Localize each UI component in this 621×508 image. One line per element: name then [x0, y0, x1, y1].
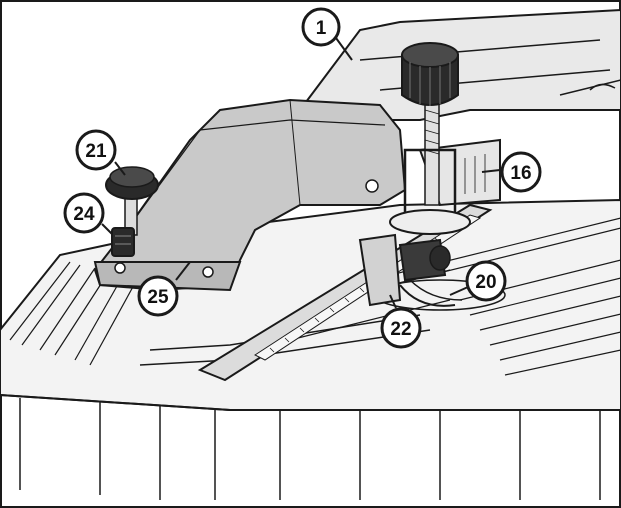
knob-21: [105, 166, 159, 236]
callout-1: 1: [301, 7, 341, 47]
callout-22: 22: [380, 307, 422, 349]
leader-21: [114, 161, 126, 176]
guide-housing: [93, 98, 407, 292]
leader-25: [175, 261, 191, 281]
leader-lines: [101, 37, 501, 309]
callout-21-label: 21: [85, 141, 107, 162]
callout-22-label: 22: [390, 319, 411, 340]
leader-24: [101, 223, 113, 235]
callout-16-label: 16: [510, 163, 531, 184]
callout-20-label: 20: [475, 272, 496, 293]
leader-22: [389, 294, 397, 309]
leader-1: [335, 37, 353, 61]
base-screw-left: [114, 262, 126, 274]
slide-bracket: [358, 233, 451, 307]
callout-20: 20: [465, 260, 507, 302]
leader-16: [481, 169, 501, 173]
roller-20: [399, 279, 463, 307]
table-legs: [19, 398, 601, 500]
housing-hole: [365, 179, 379, 193]
clamp-knob: [389, 42, 471, 235]
callout-16: 16: [500, 151, 542, 193]
callout-25: 25: [137, 275, 179, 317]
callout-24: 24: [63, 192, 105, 234]
base-screw-right: [202, 266, 214, 278]
knob-24: [111, 227, 135, 257]
callout-1-label: 1: [316, 18, 327, 39]
callout-24-label: 24: [73, 204, 95, 225]
callout-21: 21: [75, 129, 117, 171]
leader-20: [449, 286, 469, 296]
callout-25-label: 25: [147, 287, 169, 308]
